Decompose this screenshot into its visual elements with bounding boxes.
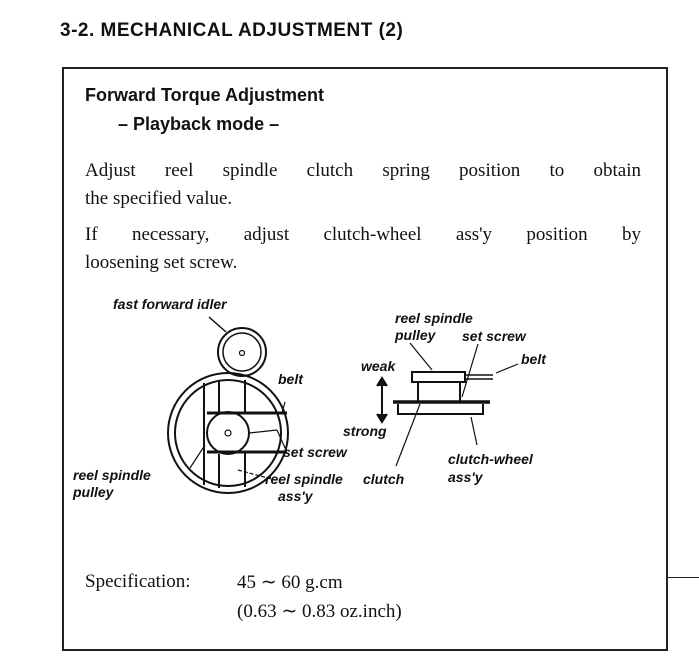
spec-imperial-value: (0.63 ∼ 0.83 oz.inch) xyxy=(237,601,402,622)
instruction-line: If necessary, adjust clutch-wheel ass'y … xyxy=(85,224,641,245)
reel-spindle-wheel-drawing xyxy=(167,372,289,494)
label-strong: strong xyxy=(343,423,387,439)
label-set-screw: set screw xyxy=(283,444,347,460)
label-reel-spindle-pulley-side: pulley xyxy=(395,327,436,343)
fast-forward-idler-drawing xyxy=(208,316,267,377)
label-belt-side: belt xyxy=(521,351,546,367)
label-belt: belt xyxy=(278,371,303,387)
instruction-line: loosening set screw. xyxy=(85,252,238,273)
label-clutch-wheel-assy: clutch-wheel xyxy=(448,451,533,467)
label-reel-spindle-assy: ass'y xyxy=(278,488,313,504)
label-clutch: clutch xyxy=(363,471,405,487)
label-reel-spindle-assy: reel spindle xyxy=(265,471,343,487)
label-clutch-wheel-assy: ass'y xyxy=(448,469,483,485)
label-reel-spindle-pulley-side: reel spindle xyxy=(395,310,473,326)
clutch-side-view-drawing xyxy=(376,342,519,467)
section-heading: 3-2. MECHANICAL ADJUSTMENT (2) xyxy=(60,20,404,41)
divider-line xyxy=(668,577,699,578)
spec-metric-value: 45 ∼ 60 g.cm xyxy=(237,572,343,593)
instruction-line: the specified value. xyxy=(85,188,233,209)
label-fast-forward-idler: fast forward idler xyxy=(113,296,227,312)
label-reel-spindle-pulley: pulley xyxy=(73,484,114,500)
procedure-subtitle: – Playback mode – xyxy=(118,114,280,134)
label-reel-spindle-pulley: reel spindle xyxy=(73,467,151,483)
content-frame xyxy=(62,67,668,651)
instruction-line: Adjust reel spindle clutch spring positi… xyxy=(85,160,641,181)
label-set-screw-side: set screw xyxy=(462,328,526,344)
procedure-title: Forward Torque Adjustment xyxy=(85,85,325,105)
label-weak: weak xyxy=(361,358,396,374)
spec-label: Specification: xyxy=(85,571,191,592)
